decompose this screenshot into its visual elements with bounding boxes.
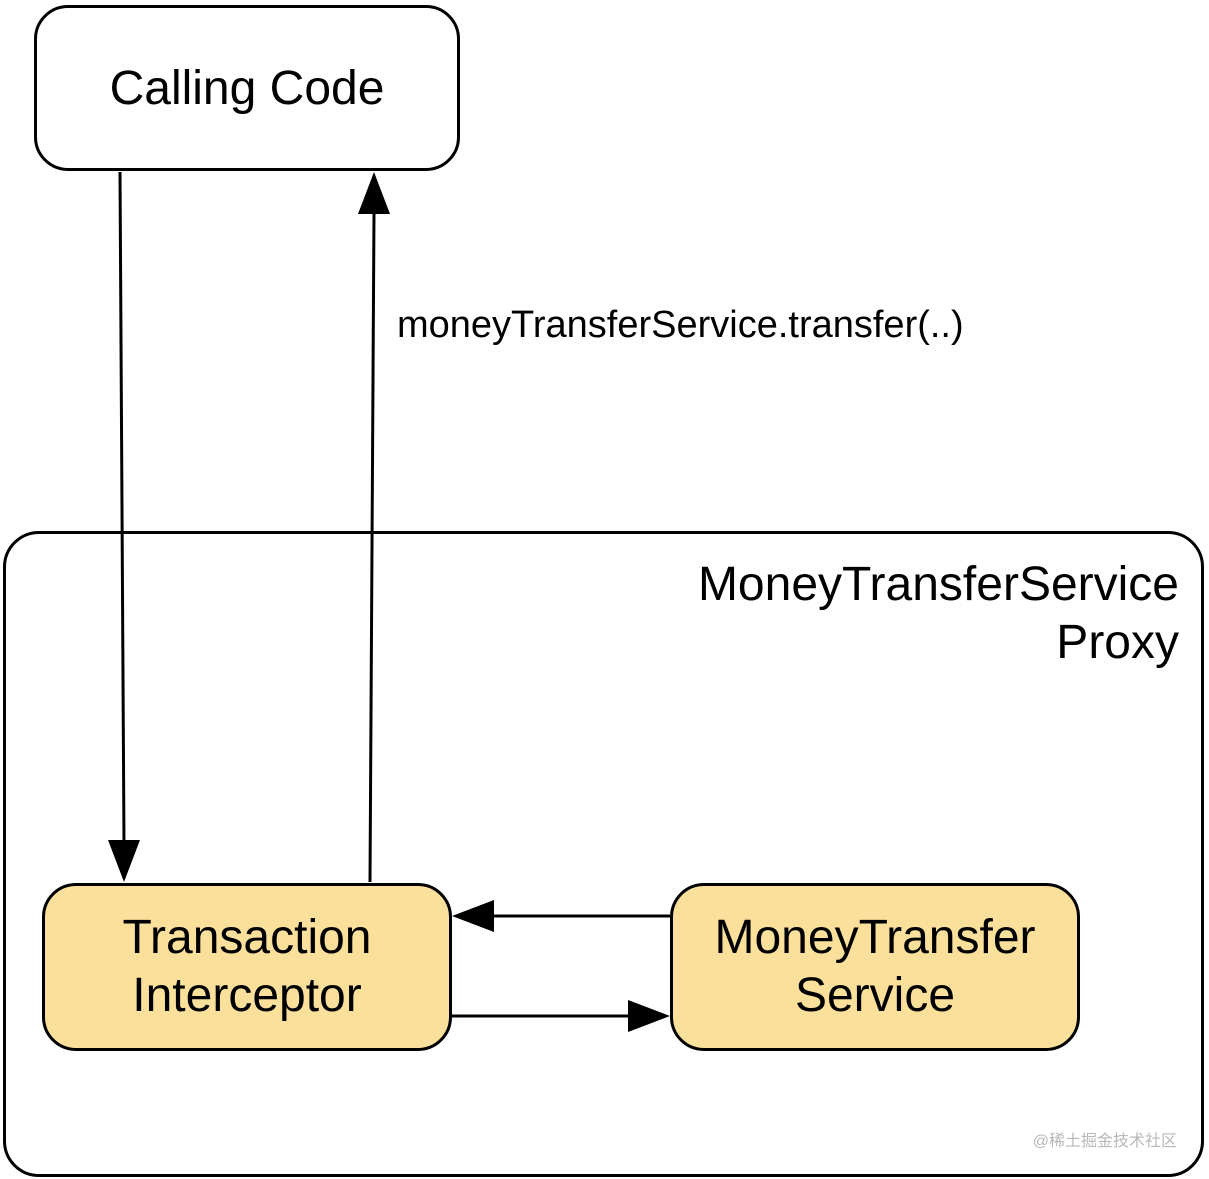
money-transfer-service-node: MoneyTransfer Service bbox=[670, 883, 1080, 1051]
proxy-container: MoneyTransferService Proxy bbox=[3, 531, 1204, 1177]
call-down-arrowhead bbox=[108, 840, 140, 882]
calling-code-label: Calling Code bbox=[109, 61, 385, 115]
proxy-label-line2: Proxy bbox=[1056, 616, 1179, 669]
transaction-interceptor-node: Transaction Interceptor bbox=[42, 883, 452, 1051]
interceptor-to-service-arrowhead bbox=[628, 1000, 670, 1032]
return-up-arrowhead bbox=[358, 172, 390, 214]
interceptor-label-line2: Interceptor bbox=[132, 969, 362, 1022]
calling-code-node: Calling Code bbox=[34, 5, 460, 171]
call-down-arrow-line bbox=[118, 171, 126, 846]
watermark: @稀土掘金技术社区 bbox=[1032, 1133, 1177, 1150]
interceptor-label-line1: Transaction bbox=[122, 911, 372, 964]
service-label-line1: MoneyTransfer bbox=[714, 911, 1036, 964]
proxy-label: MoneyTransferService Proxy bbox=[698, 556, 1179, 672]
call-edge-label: moneyTransferService.transfer(..) bbox=[397, 304, 964, 346]
service-to-interceptor-arrowhead bbox=[452, 900, 494, 932]
return-up-arrow-line bbox=[368, 211, 376, 883]
service-label-line2: Service bbox=[794, 969, 956, 1022]
proxy-label-line1: MoneyTransferService bbox=[697, 558, 1179, 611]
